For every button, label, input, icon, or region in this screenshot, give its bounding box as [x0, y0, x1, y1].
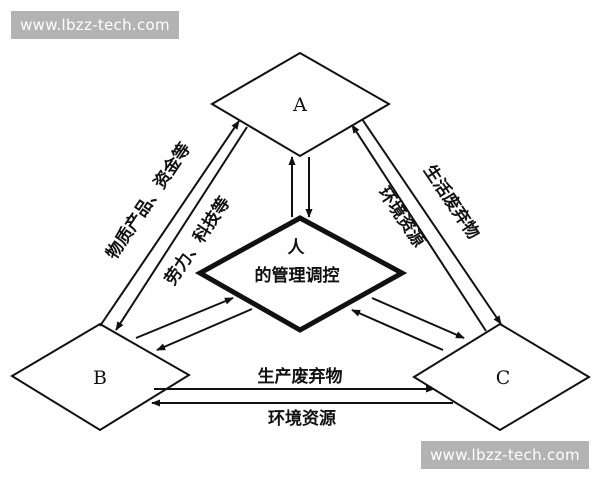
arrow-c-to-a — [351, 124, 487, 332]
node-b-diamond — [10, 322, 191, 432]
arrow-b-to-a — [99, 120, 240, 327]
arrow-b-to-center — [135, 297, 234, 339]
arrow-c-to-center — [351, 309, 444, 351]
arrow-center-to-b — [156, 308, 253, 351]
arrow-center-to-c — [371, 297, 465, 339]
watermark-bottom: www.lbzz-tech.com — [421, 441, 589, 469]
edge-label-c-to-a: 环境资源 — [374, 183, 429, 251]
center-label-line2: 的管理调控 — [255, 265, 340, 286]
edge-label-c-to-b: 环境资源 — [268, 408, 336, 429]
node-a-label: A — [292, 94, 307, 116]
node-c-diamond — [412, 322, 591, 432]
center-label-line1: 人 — [288, 238, 306, 258]
arrow-a-to-b — [115, 126, 248, 331]
node-a-diamond — [210, 51, 391, 158]
node-center-diamond — [194, 215, 408, 333]
node-c-label: C — [496, 367, 511, 389]
arrow-a-to-c — [361, 118, 502, 325]
node-b-label: B — [93, 367, 107, 389]
edge-label-b-to-c: 生产废弃物 — [258, 366, 343, 387]
edge-label-b-to-a: 物质产品、资金等 — [102, 139, 195, 263]
watermark-top: www.lbzz-tech.com — [11, 11, 179, 39]
edge-label-a-to-c: 生活废弃物 — [419, 161, 484, 243]
